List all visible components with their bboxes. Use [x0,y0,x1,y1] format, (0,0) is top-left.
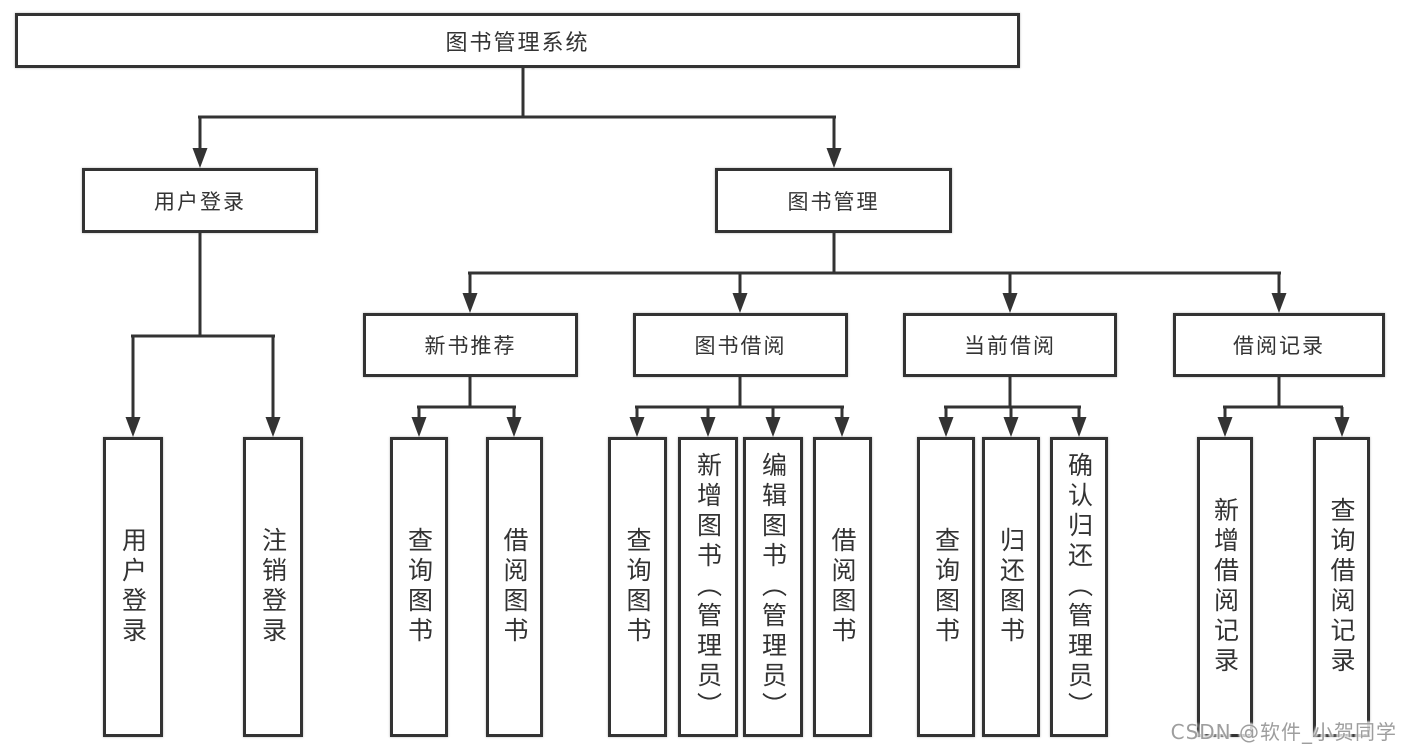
leaf-query-books-recommend: 查询图书 [390,437,448,737]
node-borrowing-records: 借阅记录 [1173,313,1385,377]
node-book-management: 图书管理 [715,168,952,233]
leaf-add-book-admin: 新增图书（管理员） [678,437,738,737]
leaf-label: 注销登录 [258,527,288,647]
leaf-user-login: 用户登录 [103,437,163,737]
leaf-label: 查询借阅记录 [1327,497,1356,677]
leaf-label: 用户登录 [118,527,148,647]
node-label: 借阅记录 [1233,334,1325,358]
leaf-label: 借阅图书 [500,527,529,647]
node-label: 图书管理系统 [445,30,590,56]
csdn-watermark: CSDN @软件_小贺同学 [1170,720,1397,744]
leaf-label: 查询图书 [404,527,434,647]
leaf-confirm-return-admin: 确认归还（管理员） [1050,437,1108,737]
leaf-label: 新增图书（管理员） [693,452,723,722]
leaf-label: 借阅图书 [828,527,857,647]
leaf-label: 查询图书 [931,527,961,647]
node-current-borrowing: 当前借阅 [903,313,1117,377]
node-library-management-system: 图书管理系统 [15,13,1020,68]
leaf-borrow-books: 借阅图书 [813,437,872,737]
leaf-return-books: 归还图书 [982,437,1040,737]
leaf-label: 查询图书 [623,527,652,647]
leaf-logout: 注销登录 [243,437,303,737]
node-label: 新书推荐 [424,334,517,358]
node-label: 当前借阅 [964,334,1056,358]
leaf-label: 确认归还（管理员） [1064,452,1094,722]
leaf-label: 新增借阅记录 [1210,497,1240,677]
node-label: 图书借阅 [694,334,787,358]
leaf-borrow-books-recommend: 借阅图书 [486,437,543,737]
leaf-query-borrow-record: 查询借阅记录 [1313,437,1370,737]
leaf-query-books-current: 查询图书 [917,437,975,737]
node-label: 用户登录 [154,189,246,214]
leaf-query-books-borrowing: 查询图书 [608,437,667,737]
node-label: 图书管理 [787,189,880,214]
node-user-login: 用户登录 [82,168,318,233]
node-new-book-recommend: 新书推荐 [363,313,578,377]
leaf-label: 归还图书 [996,527,1026,647]
leaf-label: 编辑图书（管理员） [758,452,788,722]
node-book-borrowing: 图书借阅 [633,313,848,377]
leaf-add-borrow-record: 新增借阅记录 [1197,437,1253,737]
leaf-edit-book-admin: 编辑图书（管理员） [743,437,803,737]
